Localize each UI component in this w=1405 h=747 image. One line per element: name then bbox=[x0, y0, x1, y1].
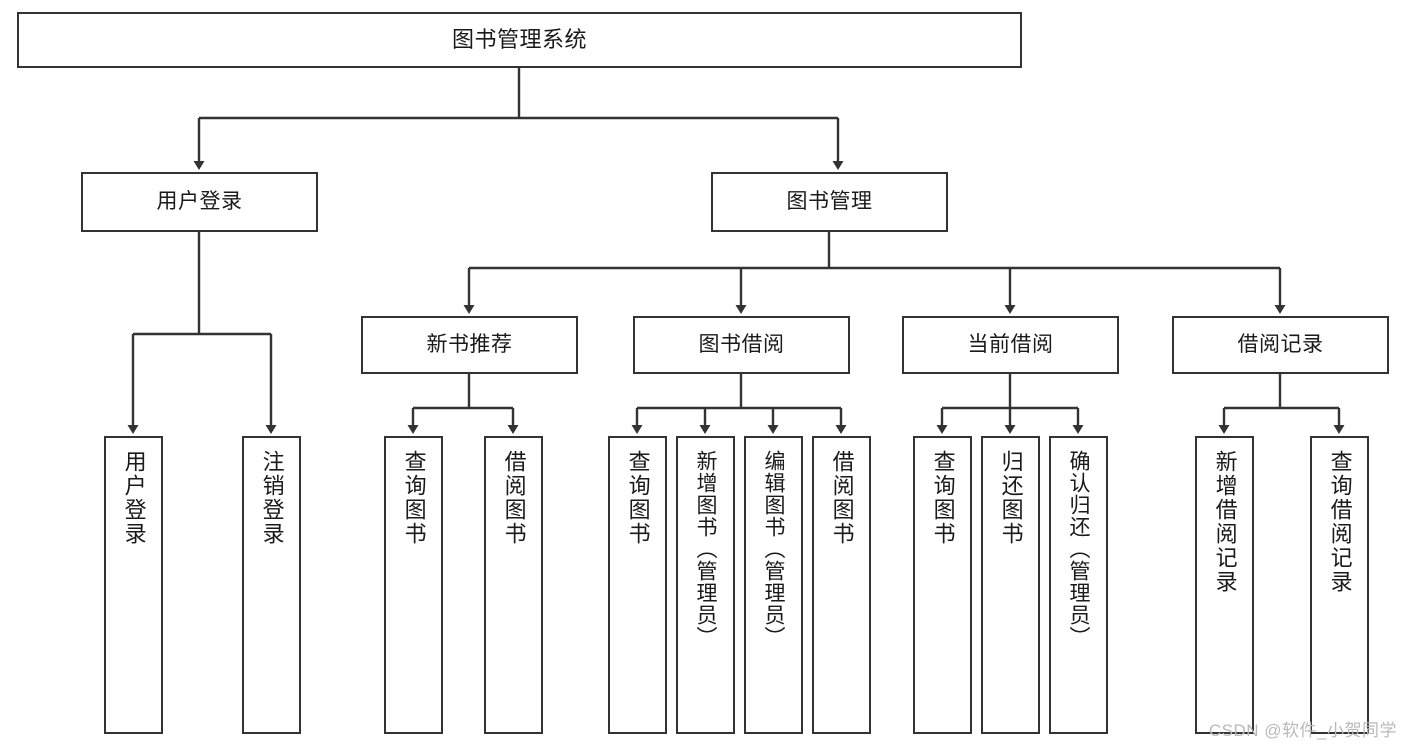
node-label: 查询图书 bbox=[625, 450, 651, 546]
node-user-login[interactable]: 用户登录 bbox=[81, 172, 318, 232]
node-label: 查询图书 bbox=[930, 450, 956, 546]
node-current-borrow[interactable]: 当前借阅 bbox=[902, 316, 1119, 374]
node-label: 借阅图书 bbox=[501, 450, 527, 546]
node-label: 用户登录 bbox=[156, 189, 243, 213]
node-root-book-management-system[interactable]: 图书管理系统 bbox=[17, 12, 1022, 68]
node-leaf-borrow-book-recommend[interactable]: 借阅图书 bbox=[484, 436, 543, 734]
node-leaf-user-login[interactable]: 用户登录 bbox=[104, 436, 163, 734]
node-label: 新书推荐 bbox=[426, 332, 513, 356]
node-leaf-confirm-return-admin[interactable]: 确认归还（管理员） bbox=[1049, 436, 1108, 734]
node-leaf-borrow-book[interactable]: 借阅图书 bbox=[812, 436, 871, 734]
watermark-text: CSDN @软件_小贺同学 bbox=[1208, 721, 1397, 740]
node-label: 借阅图书 bbox=[829, 450, 855, 546]
node-book-borrow[interactable]: 图书借阅 bbox=[633, 316, 850, 374]
node-label: 查询图书 bbox=[401, 450, 427, 546]
node-leaf-query-borrow-record[interactable]: 查询借阅记录 bbox=[1310, 436, 1369, 734]
node-leaf-logout[interactable]: 注销登录 bbox=[242, 436, 301, 734]
node-label: 图书借阅 bbox=[698, 332, 785, 356]
node-label: 新增借阅记录 bbox=[1212, 450, 1238, 594]
node-label: 图书管理 bbox=[786, 189, 873, 213]
node-leaf-edit-book-admin[interactable]: 编辑图书（管理员） bbox=[744, 436, 803, 734]
node-label: 当前借阅 bbox=[967, 332, 1054, 356]
node-leaf-query-book-current[interactable]: 查询图书 bbox=[913, 436, 972, 734]
node-book-management[interactable]: 图书管理 bbox=[711, 172, 948, 232]
node-label: 用户登录 bbox=[121, 450, 147, 546]
node-label: 新增图书（管理员） bbox=[694, 450, 718, 648]
node-label: 查询借阅记录 bbox=[1327, 450, 1353, 594]
node-label: 注销登录 bbox=[259, 450, 285, 546]
node-leaf-query-book-recommend[interactable]: 查询图书 bbox=[384, 436, 443, 734]
node-leaf-return-book[interactable]: 归还图书 bbox=[981, 436, 1040, 734]
node-new-book-recommend[interactable]: 新书推荐 bbox=[361, 316, 578, 374]
node-label: 确认归还（管理员） bbox=[1067, 450, 1091, 648]
node-label: 编辑图书（管理员） bbox=[762, 450, 786, 648]
node-label: 图书管理系统 bbox=[451, 27, 587, 53]
node-label: 借阅记录 bbox=[1237, 332, 1324, 356]
node-borrow-record[interactable]: 借阅记录 bbox=[1172, 316, 1389, 374]
node-leaf-add-book-admin[interactable]: 新增图书（管理员） bbox=[676, 436, 735, 734]
node-leaf-query-book-borrow[interactable]: 查询图书 bbox=[608, 436, 667, 734]
node-leaf-add-borrow-record[interactable]: 新增借阅记录 bbox=[1195, 436, 1254, 734]
node-label: 归还图书 bbox=[998, 450, 1024, 546]
